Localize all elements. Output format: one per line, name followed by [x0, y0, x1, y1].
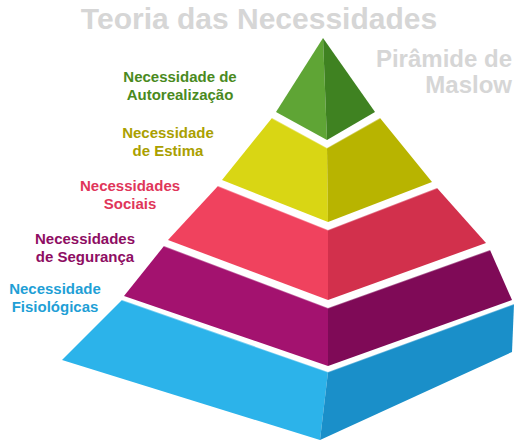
- tier-label: Necessidade Fisiológicas: [5, 280, 105, 316]
- tier-top-edge: [164, 246, 490, 308]
- tier-top-edge: [272, 118, 380, 148]
- tier-top-edge: [122, 300, 514, 372]
- tier-label: Necessidade de Autorealização: [118, 68, 243, 104]
- tier-right-face: [320, 304, 514, 440]
- watermark-text: Teoria das Necessidades: [0, 2, 518, 35]
- tier-label: Necessidades Sociais: [80, 177, 180, 213]
- watermark-text: Pirâmide de Maslow: [360, 46, 512, 99]
- tier-label: Necessidades de Segurança: [30, 230, 140, 266]
- pyramid-tier: Necessidade Fisiológicas: [0, 278, 518, 442]
- tier-left-face: [62, 300, 328, 440]
- tier-label: Necessidade de Estima: [118, 124, 218, 160]
- tier-top-edge: [218, 186, 437, 230]
